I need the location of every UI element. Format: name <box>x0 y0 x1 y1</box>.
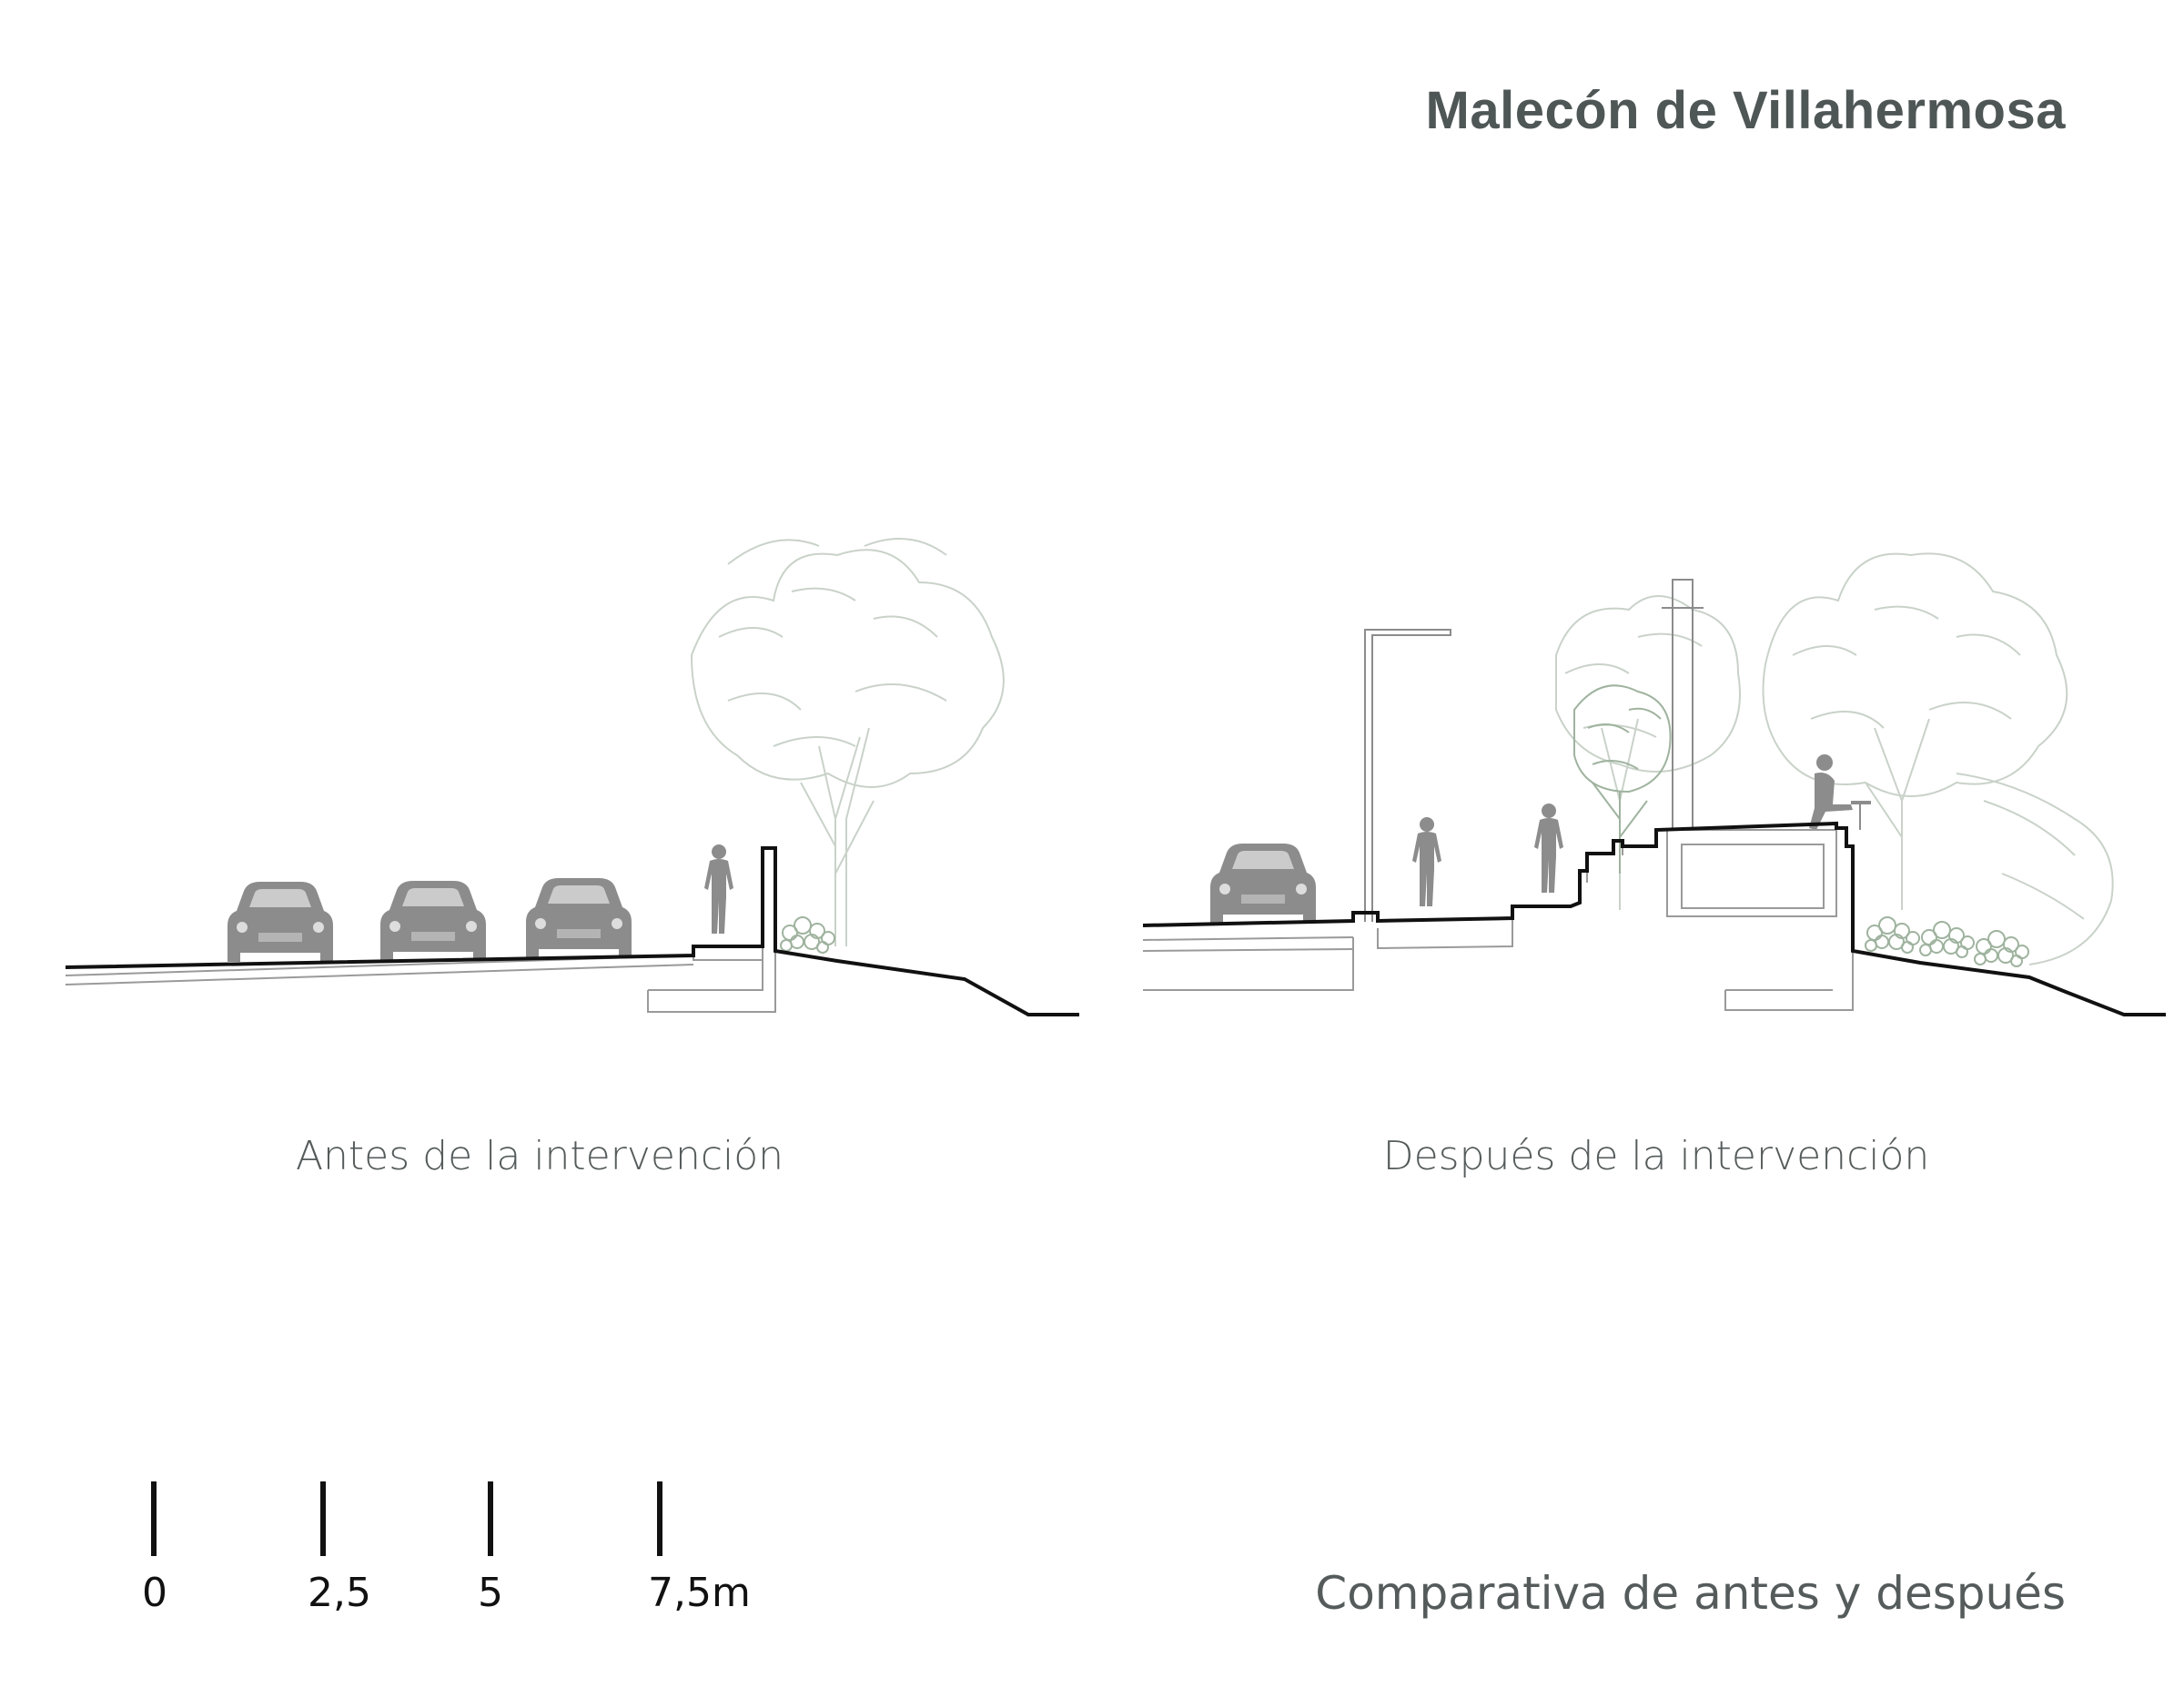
tree-icon <box>690 538 1005 946</box>
car-icon <box>526 878 632 958</box>
caption-after: Después de la intervención <box>1382 1133 1930 1179</box>
subtitle: Comparativa de antes y después <box>1315 1567 2066 1620</box>
car-icon <box>380 881 486 961</box>
scale-label: 5 <box>478 1570 503 1616</box>
scale-tick <box>151 1481 157 1556</box>
after-section <box>1142 552 2166 1016</box>
seated-person-icon <box>1809 754 1871 830</box>
column-icon <box>1662 579 1704 828</box>
scale-tick <box>320 1481 326 1556</box>
street-lamp-icon <box>1364 629 1451 922</box>
person-icon <box>1534 804 1563 893</box>
scale-label: 7,5m <box>648 1570 751 1616</box>
person-icon <box>704 844 733 934</box>
shrub-icon <box>1919 921 1975 958</box>
scale-label: 0 <box>142 1570 167 1616</box>
shrub-icon <box>1865 916 1920 954</box>
person-icon <box>1412 817 1441 906</box>
tree-icon <box>1555 595 1741 910</box>
shrub-icon <box>1974 930 2029 967</box>
caption-before: Antes de la intervención <box>295 1133 784 1179</box>
tree-icon <box>1573 684 1672 874</box>
before-section <box>65 538 1079 1016</box>
page-title: Malecón de Villahermosa <box>1425 81 2066 140</box>
tree-icon <box>1762 552 2114 965</box>
car-icon <box>1210 844 1316 924</box>
car-icon <box>228 882 333 962</box>
scale-tick <box>657 1481 662 1556</box>
shrub-icon <box>780 916 835 954</box>
scale-label: 2,5 <box>308 1570 371 1616</box>
scale-tick <box>488 1481 493 1556</box>
